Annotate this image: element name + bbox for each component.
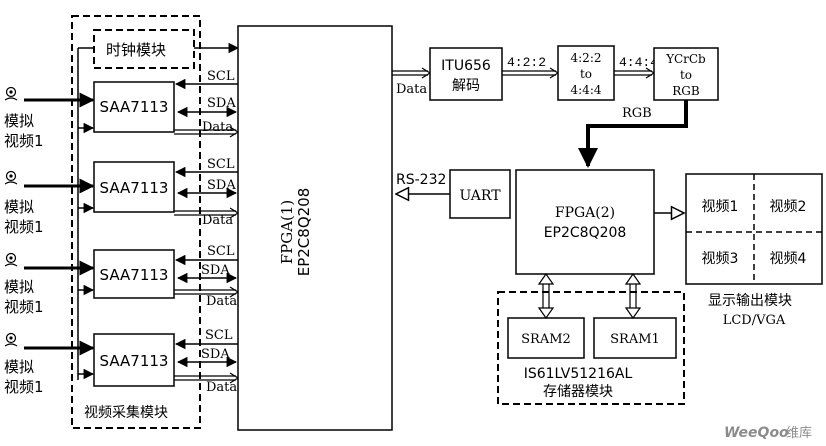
sram1-box — [593, 317, 677, 359]
watermark-logo: WeeQoo 维库 — [724, 425, 812, 441]
converter-label-line2: to — [580, 67, 592, 81]
scl-label: SCL — [205, 328, 233, 343]
camera-icon — [4, 86, 18, 101]
ycrcb-box — [653, 47, 719, 101]
sda-label: SDA — [207, 178, 236, 193]
saa7113-label: SAA7113 — [100, 352, 169, 370]
decoder-4: SAA7113 SCL SDA Data — [93, 328, 240, 395]
itu656-box — [429, 47, 503, 101]
format-444-label: 4:4:4 — [619, 55, 658, 70]
saa7113-box — [93, 81, 175, 133]
saa7113-box — [93, 333, 175, 387]
capture-module-frame — [71, 15, 201, 429]
display-module-caption: 显示输出模块 — [708, 293, 792, 309]
video-input-label-line2: 视频1 — [4, 218, 44, 236]
camera-icon — [4, 332, 18, 347]
saa7113-label: SAA7113 — [100, 98, 169, 116]
fpga1-model: EP2C8Q208 — [295, 188, 313, 277]
video-input-label-line1: 模拟 — [4, 278, 34, 296]
fpga1-label: FPGA(1) — [278, 200, 296, 265]
fpga2-sram1-link — [624, 272, 642, 320]
decoder-2: SAA7113 SCL SDA Data — [93, 157, 240, 228]
video-input-label-line2: 视频1 — [4, 378, 44, 396]
video-input-1: 模拟 视频1 — [4, 86, 95, 150]
watermark-brand: WeeQoo — [724, 425, 789, 441]
ycrcb-label-line2: to — [680, 68, 692, 82]
itu656-label-line2: 解码 — [452, 78, 480, 94]
saa7113-label: SAA7113 — [100, 179, 169, 197]
display-cell-3: 视频3 — [702, 251, 739, 267]
rgb-path — [578, 100, 688, 168]
decoder-3: SAA7113 SCL SDA Data — [93, 244, 240, 309]
scl-label: SCL — [207, 69, 235, 84]
data-label: Data — [206, 294, 237, 309]
saa7113-box — [93, 161, 175, 213]
converter-box — [557, 45, 615, 101]
fpga1-data-bus-arrowhead — [421, 67, 432, 79]
memory-chip-label: IS61LV51216AL — [524, 366, 633, 382]
clock-module-box — [93, 29, 195, 69]
uart-box — [449, 169, 511, 219]
sram2-label: SRAM2 — [521, 332, 571, 347]
video-input-label-line2: 视频1 — [4, 298, 44, 316]
data-label: Data — [202, 120, 233, 135]
decoder-1: SAA7113 SCL SDA Data — [93, 69, 240, 138]
capture-module-label: 视频采集模块 — [84, 404, 168, 421]
sda-label: SDA — [201, 263, 230, 278]
data-label: Data — [202, 213, 233, 228]
display-cell-2: 视频2 — [770, 199, 807, 215]
sda-label: SDA — [201, 347, 230, 362]
itu656-label: ITU656 — [441, 58, 491, 74]
fpga1-box — [237, 25, 393, 431]
video-input-2: 模拟 视频1 — [4, 170, 95, 236]
display-cell-4: 视频4 — [770, 251, 807, 267]
data-label: Data — [206, 380, 237, 395]
sda-label: SDA — [207, 96, 236, 111]
video-input-label-line1: 模拟 — [4, 112, 34, 130]
video-input-label-line1: 模拟 — [4, 358, 34, 376]
ycrcb-label-line3: RGB — [672, 84, 700, 98]
fpga1-data-label: Data — [396, 82, 427, 97]
fpga2-sram2-link — [537, 272, 555, 320]
sram1-label: SRAM1 — [610, 332, 660, 347]
camera-icon — [4, 252, 18, 267]
uart-label: UART — [459, 188, 501, 204]
video-input-4: 模拟 视频1 — [4, 332, 95, 396]
converter-label-line1: 4:2:2 — [571, 51, 602, 65]
format-422-label: 4:2:2 — [507, 55, 546, 70]
memory-module-frame — [497, 291, 685, 405]
video-input-3: 模拟 视频1 — [4, 252, 95, 316]
video-input-label-line1: 模拟 — [4, 198, 34, 216]
saa7113-box — [93, 249, 175, 299]
video-input-label-line2: 视频1 — [4, 132, 44, 150]
watermark-suffix: 维库 — [786, 425, 812, 441]
scl-label: SCL — [207, 244, 235, 259]
memory-module-caption: 存储器模块 — [543, 384, 613, 400]
fpga2-label: FPGA(2) — [555, 205, 615, 221]
rgb-label: RGB — [622, 106, 652, 121]
converter-label-line3: 4:4:4 — [571, 83, 602, 97]
display-cell-1: 视频1 — [702, 199, 739, 215]
ycrcb-label-line1: YCrCb — [665, 52, 706, 66]
saa7113-label: SAA7113 — [100, 266, 169, 284]
display-module-subcaption: LCD/VGA — [723, 313, 786, 328]
scl-label: SCL — [207, 157, 235, 172]
fpga2-model: EP2C8Q208 — [544, 225, 627, 241]
clock-module-label: 时钟模块 — [106, 41, 166, 59]
itu656-to-converter-arrowhead — [549, 67, 560, 79]
rs232-label: RS-232 — [396, 172, 446, 188]
camera-icon — [4, 170, 18, 185]
fpga2-box — [515, 169, 655, 275]
